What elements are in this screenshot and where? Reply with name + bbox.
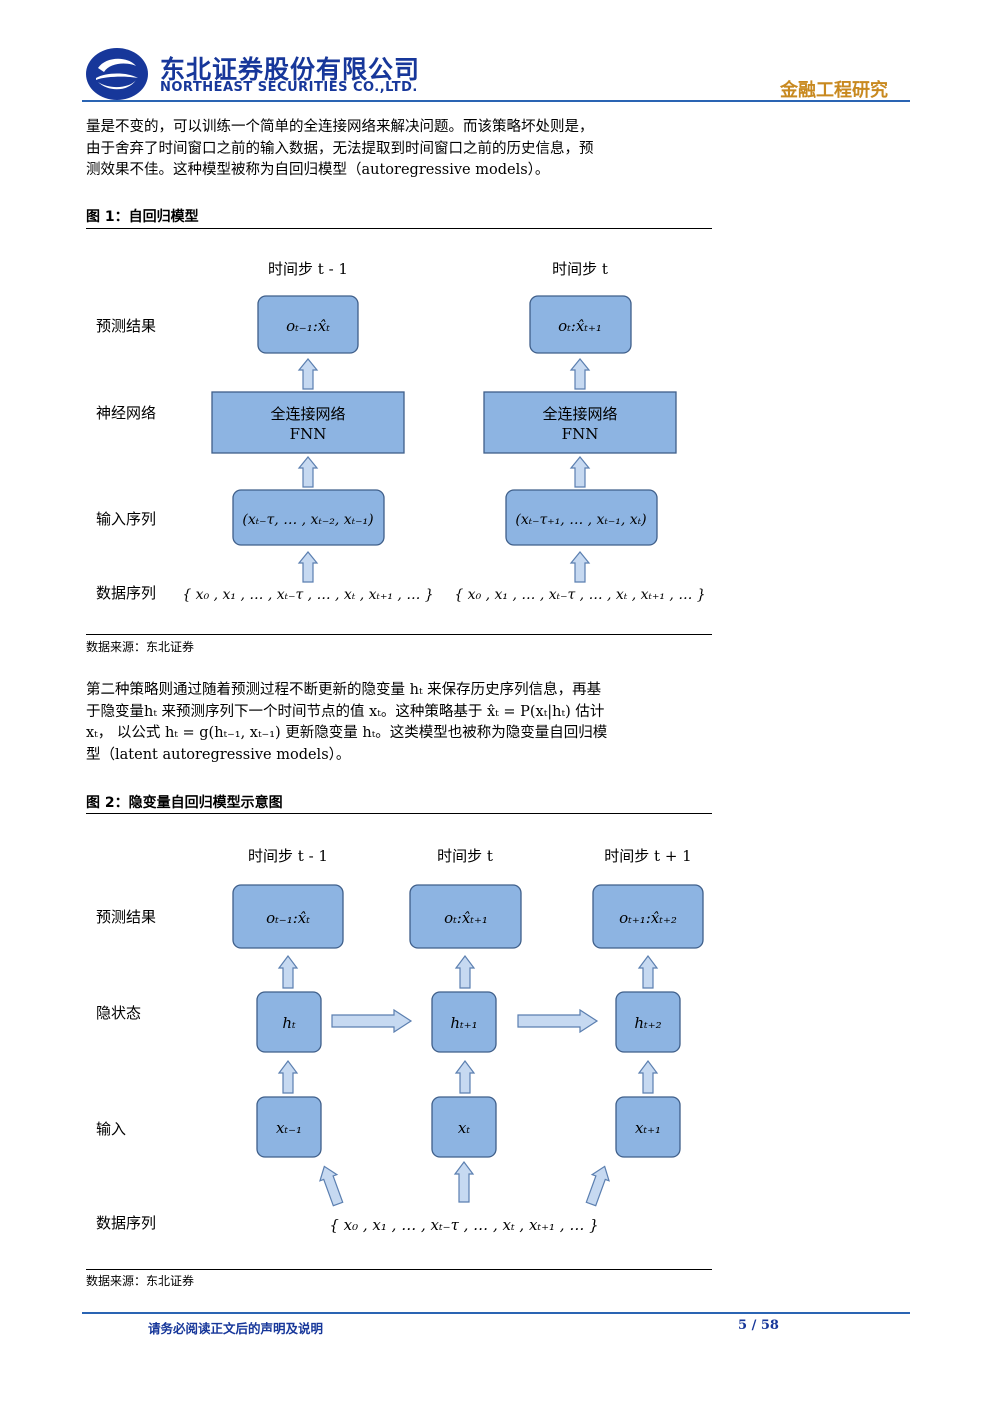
row-label-data: 数据序列 xyxy=(96,584,156,602)
output-box xyxy=(592,884,704,949)
hidden-state-box xyxy=(256,991,322,1053)
paragraph-line: 测效果不佳。这种模型被称为自回归模型（autoregressive models… xyxy=(86,162,550,178)
up-arrow xyxy=(570,551,590,583)
input-sequence-label: (xₜ₋τ, … , xₜ₋₂, xₜ₋₁) xyxy=(242,512,373,528)
figure-1-source: 数据来源：东北证券 xyxy=(86,640,195,654)
paragraph-line: 由于舍弃了时间窗口之前的输入数据，无法提取到时间窗口之前的历史信息，预 xyxy=(86,140,594,157)
fnn-box xyxy=(211,391,405,454)
input-sequence-box xyxy=(505,489,658,546)
figure-2-diagram: 预测结果 隐状态 输入 数据序列 时间步 t - 1 oₜ₋₁:x̂ₜ hₜ x… xyxy=(96,847,704,1234)
fnn-label-en: FNN xyxy=(562,425,599,443)
row-label-input: 输入序列 xyxy=(96,510,156,528)
company-logo xyxy=(86,48,148,100)
row-label-network: 神经网络 xyxy=(96,404,156,422)
diagonal-arrow xyxy=(315,1162,348,1208)
input-box xyxy=(256,1096,322,1158)
output-box xyxy=(409,884,522,949)
row-label-input: 输入 xyxy=(96,1120,126,1138)
up-arrow xyxy=(638,955,658,989)
diagonal-arrow xyxy=(581,1162,614,1208)
input-sequence-box xyxy=(232,489,385,546)
up-arrow xyxy=(570,456,590,488)
step-label-t-minus-1: 时间步 t - 1 xyxy=(268,260,348,278)
company-name-en: NORTHEAST SECURITIES CO.,LTD. xyxy=(160,80,418,95)
row-label-prediction: 预测结果 xyxy=(96,317,156,335)
page-number: 5 / 58 xyxy=(738,1318,779,1333)
up-arrow xyxy=(454,1161,474,1203)
fnn-label-cn: 全连接网络 xyxy=(270,405,345,423)
fnn-label-cn: 全连接网络 xyxy=(542,405,617,423)
output-box xyxy=(529,295,632,354)
figure-1-title: 图 1：自回归模型 xyxy=(86,209,199,225)
step-label-t: 时间步 t xyxy=(437,847,493,865)
paragraph-line: 于隐变量hₜ 来预测序列下一个时间节点的值 xₜ。这种策略基于 x̂ₜ = P(… xyxy=(86,703,605,720)
footer-divider xyxy=(82,1312,910,1314)
up-arrow xyxy=(638,1060,658,1094)
up-arrow xyxy=(455,955,475,989)
fnn-label-en: FNN xyxy=(290,425,327,443)
hidden-state-label: hₜ₊₂ xyxy=(634,1014,661,1032)
header-divider xyxy=(82,100,910,102)
hidden-state-box xyxy=(615,991,681,1053)
row-label-data: 数据序列 xyxy=(96,1214,156,1232)
right-arrow xyxy=(517,1009,598,1033)
up-arrow xyxy=(278,1060,298,1094)
output-box xyxy=(232,884,344,949)
step-label-t: 时间步 t xyxy=(552,260,608,278)
row-label-prediction: 预测结果 xyxy=(96,908,156,926)
input-label: xₜ₊₁ xyxy=(635,1119,661,1137)
paragraph-1: 量是不变的，可以训练一个简单的全连接网络来解决问题。而该策略坏处则是， 由于舍弃… xyxy=(86,117,714,182)
hidden-state-box xyxy=(431,991,497,1053)
figure-1-bottom-rule xyxy=(86,634,712,635)
input-box xyxy=(615,1096,681,1158)
company-name-cn: 东北证券股份有限公司 xyxy=(160,55,421,84)
up-arrow xyxy=(298,358,318,390)
up-arrow xyxy=(455,1060,475,1094)
report-type: 金融工程研究 xyxy=(780,80,888,101)
fnn-box xyxy=(483,391,677,454)
figure-1-diagram: 预测结果 神经网络 输入序列 数据序列 时间步 t - 1 oₜ₋₁:x̂ₜ 全… xyxy=(96,260,706,603)
figure-2-top-rule xyxy=(86,813,712,814)
up-arrow xyxy=(298,551,318,583)
hidden-state-label: hₜ xyxy=(282,1014,296,1032)
right-arrow xyxy=(331,1009,412,1033)
disclaimer-note: 请务必阅读正文后的声明及说明 xyxy=(148,1321,324,1336)
paragraph-line: 第二种策略则通过随着预测过程不断更新的隐变量 hₜ 来保存历史序列信息，再基 xyxy=(86,682,602,698)
output-label: oₜ₋₁:x̂ₜ xyxy=(286,317,330,335)
step-label-t-plus-1: 时间步 t + 1 xyxy=(604,847,691,865)
paragraph-line: xₜ， 以公式 hₜ = g(hₜ₋₁, xₜ₋₁) 更新隐变量 hₜ。这类模型… xyxy=(86,725,608,741)
row-label-hidden: 隐状态 xyxy=(96,1004,141,1022)
input-sequence-label: (xₜ₋τ₊₁, … , xₜ₋₁, xₜ) xyxy=(515,512,646,528)
up-arrow xyxy=(298,456,318,488)
input-box xyxy=(431,1096,497,1158)
figure-2-source: 数据来源：东北证券 xyxy=(86,1274,195,1288)
output-box xyxy=(257,295,359,354)
output-label: oₜ:x̂ₜ₊₁ xyxy=(558,317,602,335)
paragraph-line: 量是不变的，可以训练一个简单的全连接网络来解决问题。而该策略坏处则是， xyxy=(86,119,594,135)
figure-2-title: 图 2：隐变量自回归模型示意图 xyxy=(86,795,283,811)
input-label: xₜ₋₁ xyxy=(276,1119,302,1137)
output-label: oₜ₊₁:x̂ₜ₊₂ xyxy=(619,909,677,927)
output-label: oₜ₋₁:x̂ₜ xyxy=(266,909,310,927)
figure-2-bottom-rule xyxy=(86,1269,712,1270)
data-sequence-label: { x₀ , x₁ , … , xₜ₋τ , … , xₜ , xₜ₊₁ , …… xyxy=(329,1216,598,1234)
data-sequence-label: { x₀ , x₁ , … , xₜ₋τ , … , xₜ , xₜ₊₁ , …… xyxy=(454,587,705,603)
paragraph-line: 型（latent autoregressive models）。 xyxy=(86,746,351,763)
figure-1-top-rule xyxy=(86,228,712,229)
step-label-t-minus-1: 时间步 t - 1 xyxy=(248,847,328,865)
paragraph-2: 第二种策略则通过随着预测过程不断更新的隐变量 hₜ 来保存历史序列信息，再基 于… xyxy=(86,680,714,766)
data-sequence-label: { x₀ , x₁ , … , xₜ₋τ , … , xₜ , xₜ₊₁ , …… xyxy=(182,587,433,603)
output-label: oₜ:x̂ₜ₊₁ xyxy=(444,909,488,927)
up-arrow xyxy=(278,955,298,989)
up-arrow xyxy=(570,358,590,390)
input-label: xₜ xyxy=(458,1119,470,1137)
hidden-state-label: hₜ₊₁ xyxy=(450,1014,477,1032)
